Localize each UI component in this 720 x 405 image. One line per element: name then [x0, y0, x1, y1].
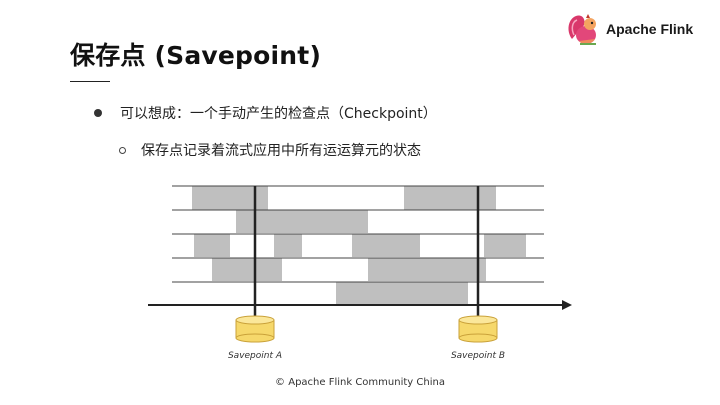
apache-flink-logo: Apache Flink	[566, 10, 701, 48]
row-lines	[172, 185, 544, 283]
savepoint-b-disk-icon	[458, 315, 498, 343]
task-block	[404, 186, 496, 210]
task-block	[336, 282, 468, 305]
task-block	[212, 258, 282, 281]
bullet-text: 可以想成：一个手动产生的检查点（Checkpoint）	[120, 106, 437, 122]
savepoint-a-label: Savepoint A	[228, 351, 282, 361]
task-block	[368, 258, 486, 281]
sub-bullet-item: 保存点记录着流式应用中所有运运算元的状态	[119, 140, 421, 160]
title-underline	[70, 81, 110, 82]
savepoint-diagram: Savepoint A Savepoint B	[148, 185, 572, 361]
sub-bullet-text: 保存点记录着流式应用中所有运运算元的状态	[141, 143, 421, 159]
savepoint-a-disk-icon	[235, 315, 275, 343]
bullet-item: 可以想成：一个手动产生的检查点（Checkpoint）	[94, 103, 437, 123]
task-block	[236, 210, 368, 233]
timeline-arrow-icon	[562, 300, 572, 310]
squirrel-icon	[568, 14, 596, 45]
task-block	[274, 234, 302, 257]
bullet-dot-icon	[94, 109, 102, 117]
logo-text: Apache Flink	[606, 21, 694, 37]
task-blocks	[192, 186, 526, 305]
task-block	[484, 234, 526, 257]
bullet-circle-icon	[119, 146, 126, 154]
task-block	[352, 234, 420, 257]
task-block	[192, 186, 268, 210]
footer-copyright: © Apache Flink Community China	[275, 377, 445, 388]
savepoint-b-label: Savepoint B	[451, 351, 505, 361]
page-title: 保存点 (Savepoint)	[70, 41, 322, 70]
task-block	[194, 234, 230, 257]
